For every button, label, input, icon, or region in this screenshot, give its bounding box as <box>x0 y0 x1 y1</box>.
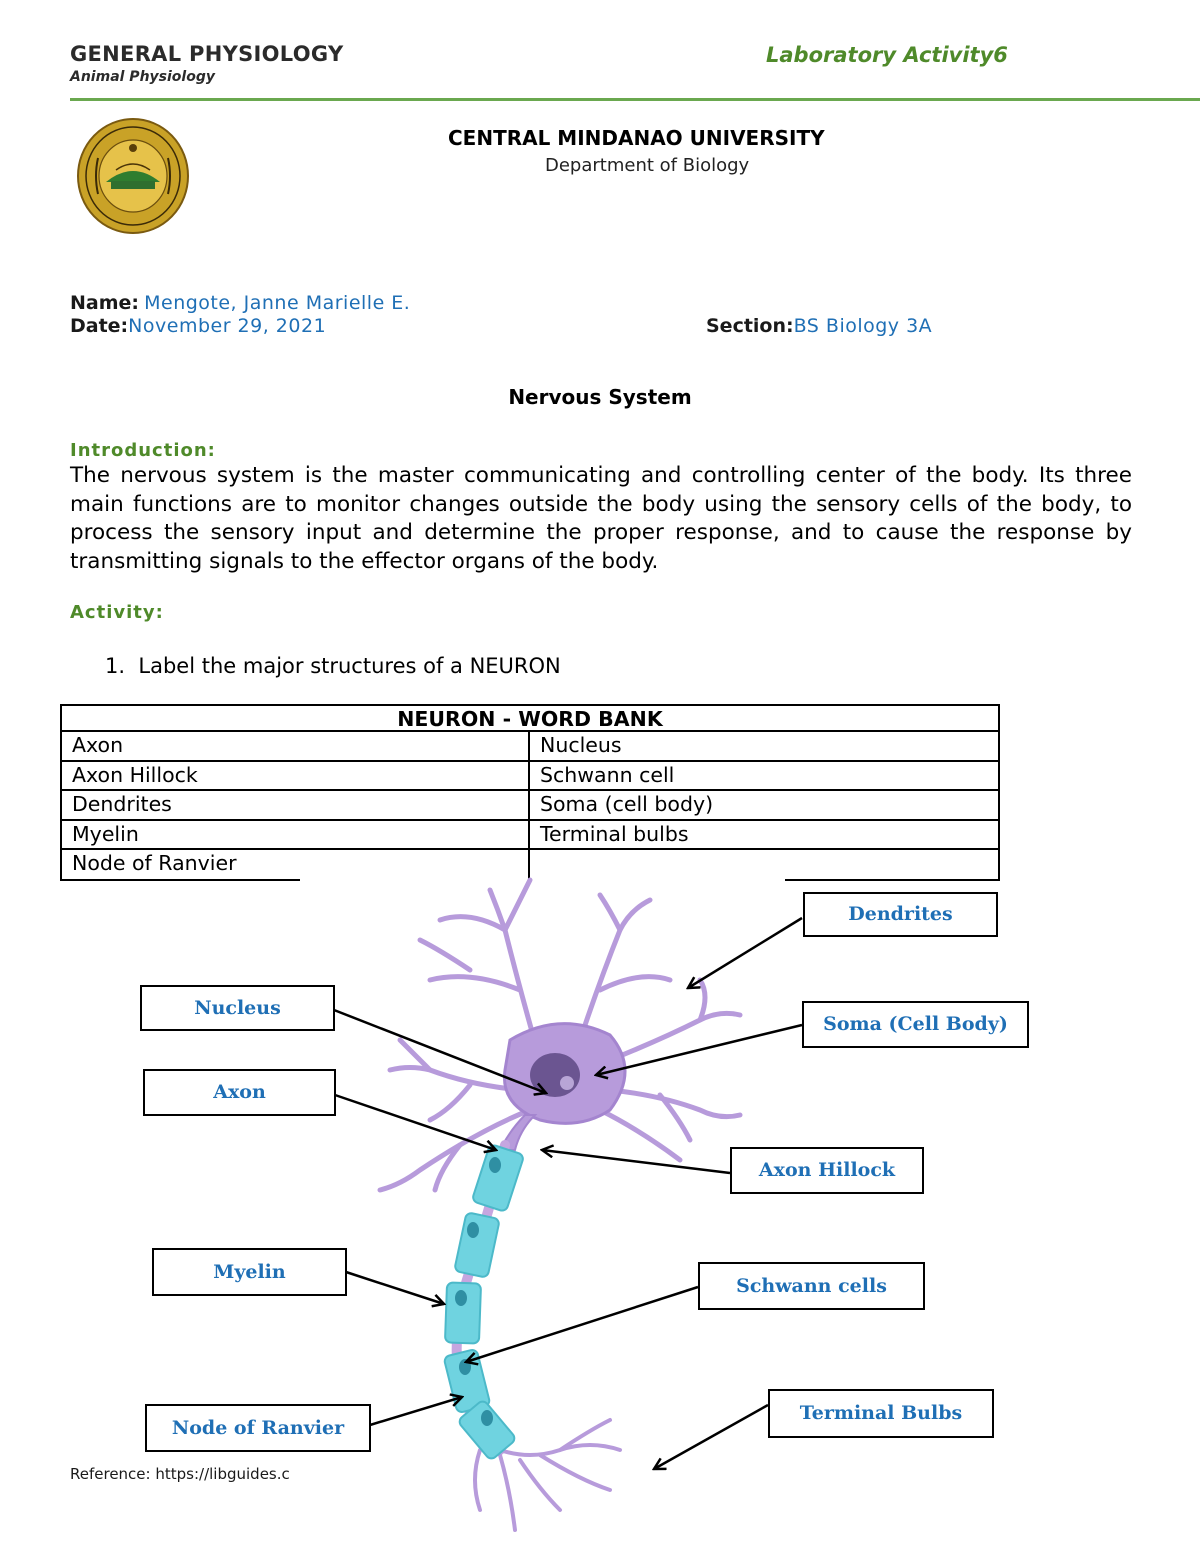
word-bank-bottom-border <box>60 878 300 881</box>
axon-hillock-arrow <box>542 1150 731 1175</box>
label-dendrites: Dendrites <box>803 892 998 937</box>
soma-arrow <box>596 1023 803 1075</box>
label-axon-hillock: Axon Hillock <box>730 1147 924 1194</box>
schwann-arrow <box>466 1285 699 1362</box>
word-bank-cell-left: Myelin <box>60 820 528 850</box>
course-title: GENERAL PHYSIOLOGY <box>70 42 344 66</box>
section-value: BS Biology 3A <box>793 315 933 337</box>
date-field: Date:November 29, 2021 <box>70 315 326 337</box>
document-title: Nervous System <box>508 385 692 409</box>
label-terminal-bulbs: Terminal Bulbs <box>768 1389 994 1438</box>
label-myelin: Myelin <box>152 1248 347 1296</box>
label-soma: Soma (Cell Body) <box>802 1001 1029 1048</box>
date-label: Date: <box>70 315 129 337</box>
terminal-bulbs-shape <box>473 1418 622 1532</box>
word-bank-cell-right: Nucleus <box>528 732 1000 762</box>
neuron-illustration <box>377 877 743 1532</box>
word-bank-cell-left: Axon Hillock <box>60 761 528 791</box>
myelin-arrow <box>345 1270 444 1304</box>
university-seal-icon <box>77 118 189 234</box>
activity-item-text: Label the major structures of a NEURON <box>138 654 561 678</box>
myelin-sheath-shape <box>443 1144 524 1460</box>
activity-label: Laboratory Activity6 <box>766 43 1008 67</box>
name-field: Name: Mengote, Janne Marielle E. <box>70 292 410 314</box>
label-node-of-ranvier: Node of Ranvier <box>145 1404 371 1452</box>
word-bank-cell-left: Node of Ranvier <box>60 850 528 880</box>
word-bank-cell-right: Soma (cell body) <box>528 791 1000 821</box>
label-arrows <box>333 916 803 1469</box>
nucleolus-shape <box>560 1076 574 1090</box>
word-bank-cell-right: Terminal bulbs <box>528 820 1000 850</box>
word-bank-cell-right <box>528 850 1000 880</box>
introduction-body: The nervous system is the master communi… <box>70 463 1132 574</box>
course-subtitle: Animal Physiology <box>70 69 215 85</box>
section-label: Section: <box>706 315 794 337</box>
header-divider <box>70 98 1200 101</box>
word-bank-title: NEURON - WORD BANK <box>60 704 1000 732</box>
department-name: Department of Biology <box>545 155 750 176</box>
node-arrow <box>369 1397 462 1427</box>
date-value: November 29, 2021 <box>128 315 327 337</box>
activity-item-number: 1. <box>105 654 126 678</box>
name-label: Name: <box>70 292 140 314</box>
label-axon: Axon <box>143 1069 336 1116</box>
dendrites-arrow <box>688 916 803 988</box>
word-bank-cell-left: Axon <box>60 732 528 762</box>
section-field: Section:BS Biology 3A <box>706 315 932 337</box>
dendrites-shape <box>377 877 743 1193</box>
label-nucleus: Nucleus <box>140 985 335 1031</box>
word-bank-cell-right: Schwann cell <box>528 761 1000 791</box>
axon-arrow <box>334 1093 496 1150</box>
activity-item: 1. Label the major structures of a NEURO… <box>105 654 561 678</box>
neuron-diagram <box>333 877 803 1532</box>
label-schwann-cells: Schwann cells <box>698 1262 925 1310</box>
name-value: Mengote, Janne Marielle E. <box>144 292 411 314</box>
introduction-heading: Introduction: <box>70 440 216 461</box>
word-bank-cell-left: Dendrites <box>60 791 528 821</box>
university-name: CENTRAL MINDANAO UNIVERSITY <box>448 126 825 150</box>
activity-heading: Activity: <box>70 602 164 623</box>
schwann-nuclei-shape <box>455 1157 501 1426</box>
word-bank-bottom-border <box>785 878 1000 881</box>
terminal-arrow <box>654 1403 769 1469</box>
reference-text: Reference: https://libguides.c <box>70 1465 290 1483</box>
nucleus-arrow <box>333 1008 546 1093</box>
